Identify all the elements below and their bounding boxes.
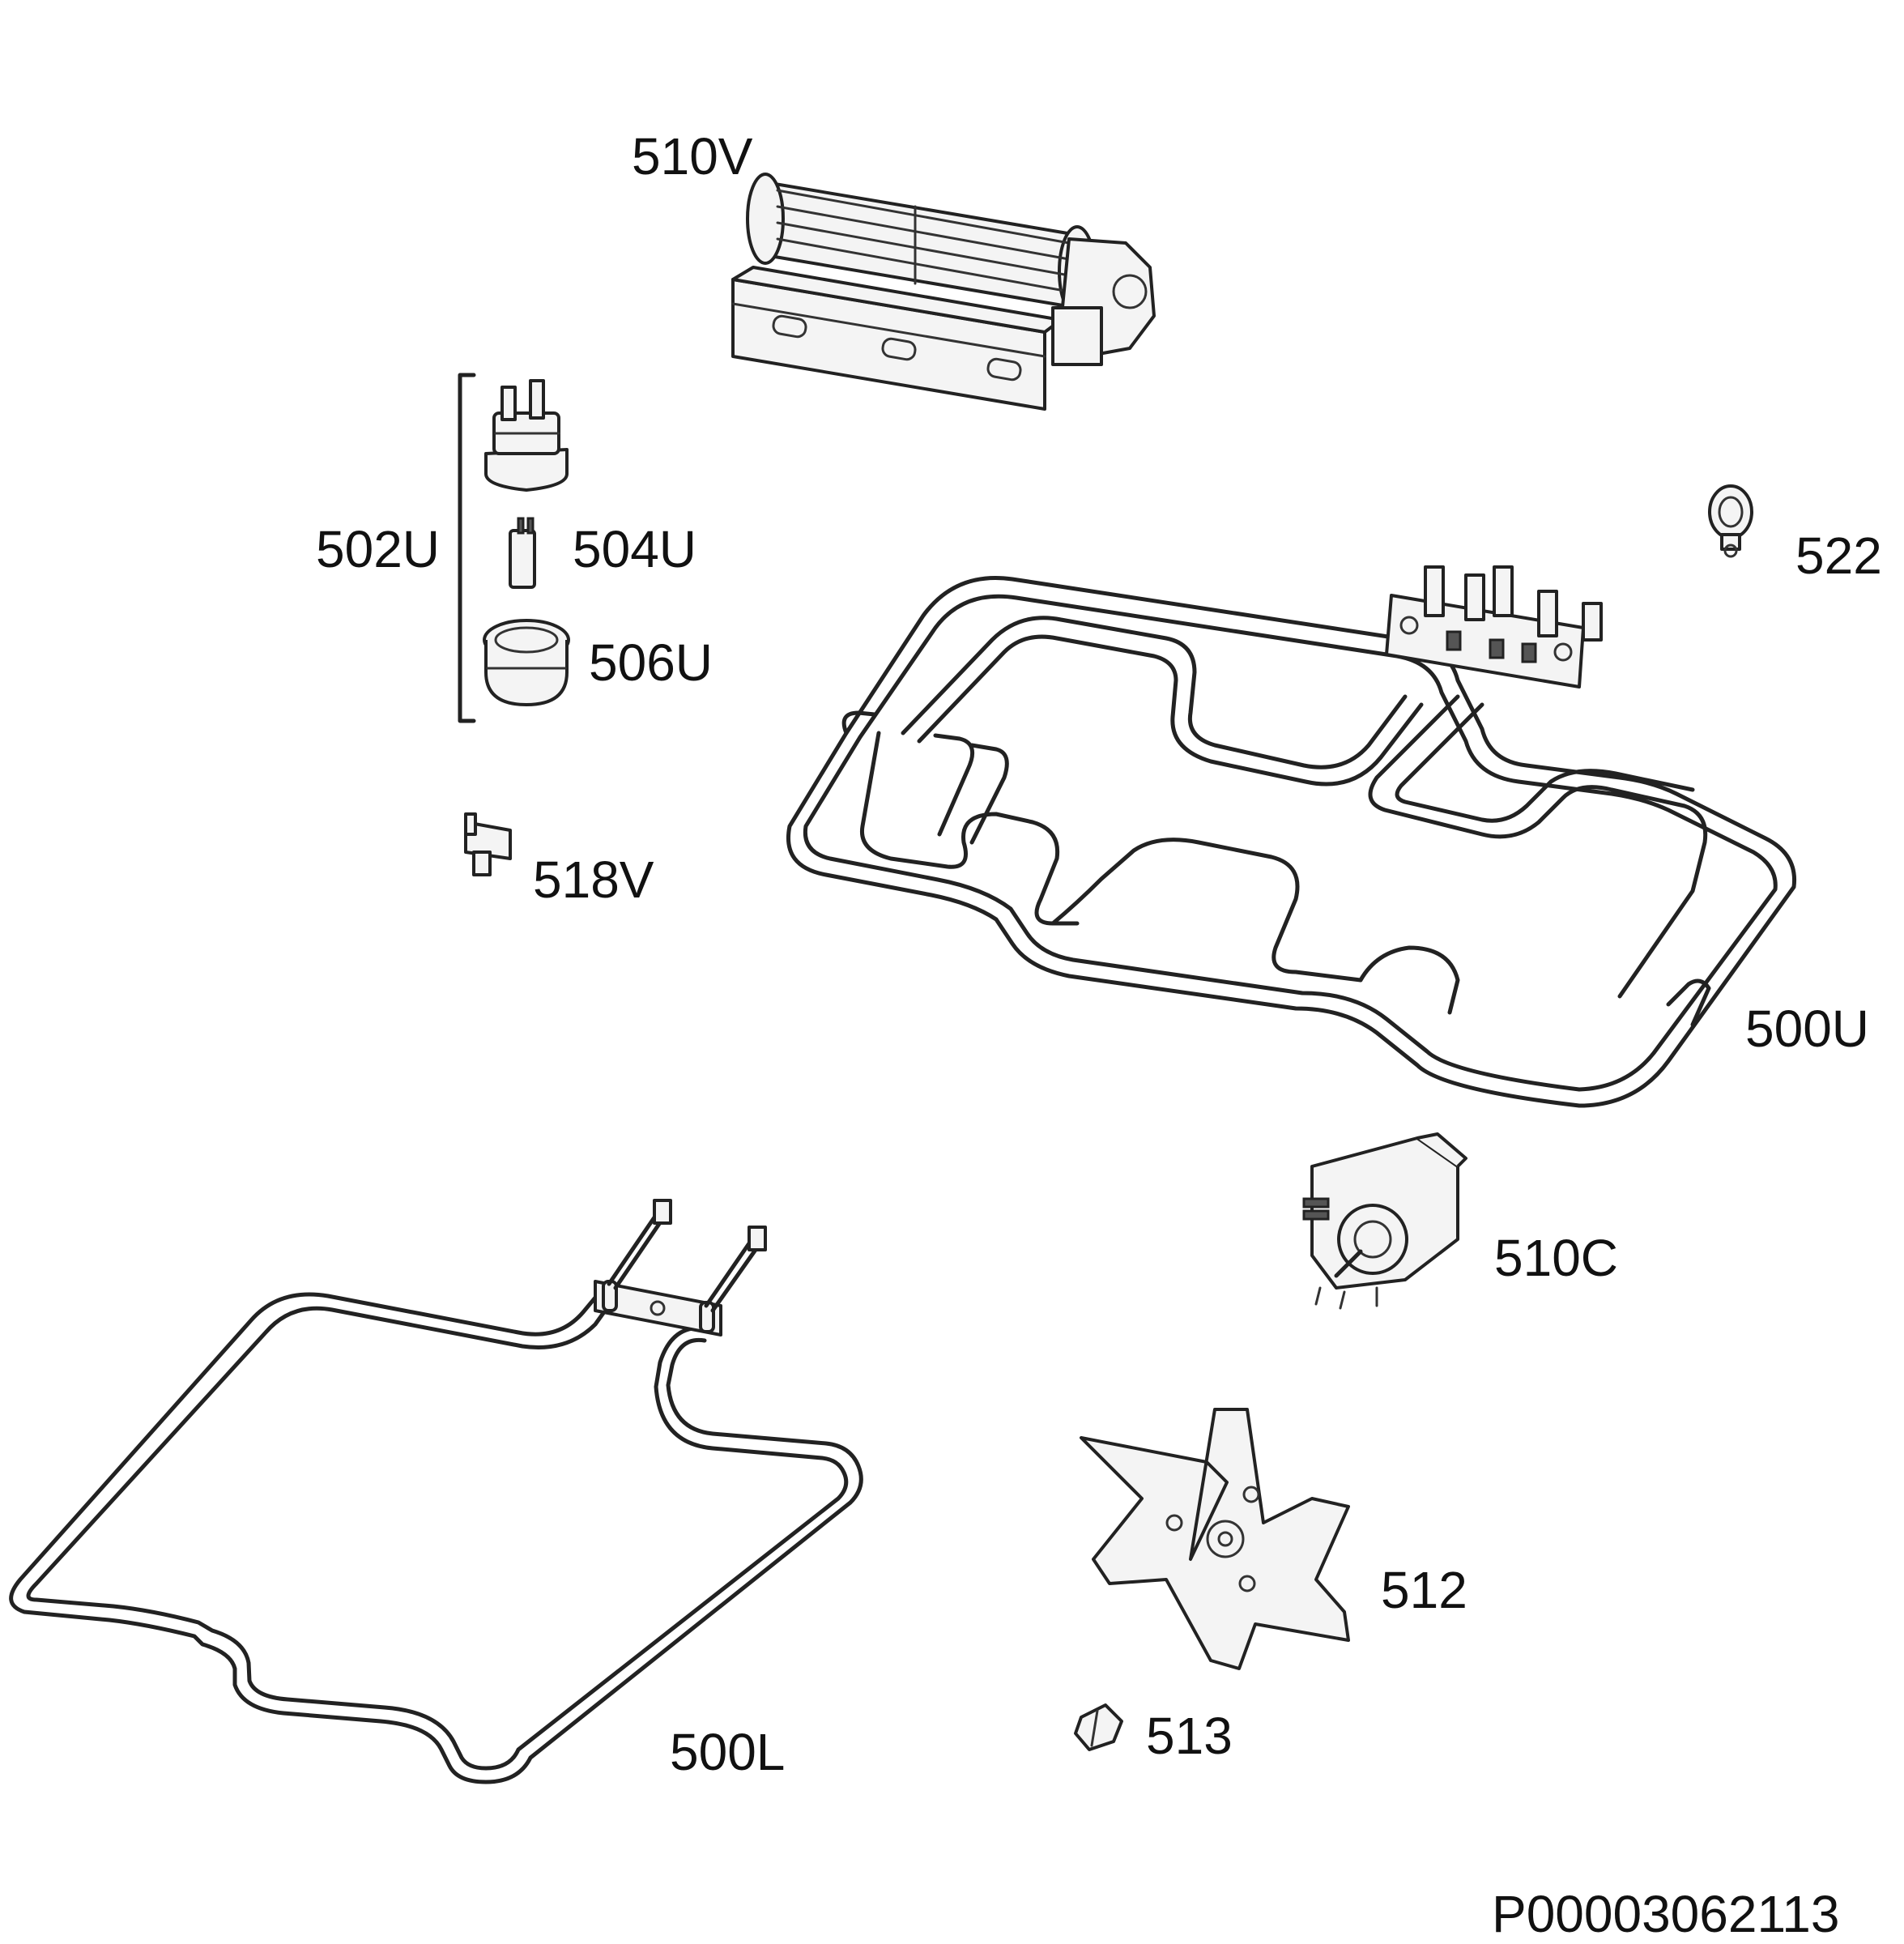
part-513-fan-nut[interactable] xyxy=(1074,1703,1123,1751)
part-500L-lower-heating-element[interactable] xyxy=(9,1199,863,1784)
part-510C-fan-motor[interactable] xyxy=(1302,1132,1467,1310)
part-518V-thermal-cutout[interactable] xyxy=(464,812,512,876)
label-510C: 510C xyxy=(1494,1229,1618,1287)
label-500U: 500U xyxy=(1745,1000,1869,1058)
part-522-fixing-clip[interactable] xyxy=(1708,484,1753,558)
part-512-fan-blade[interactable] xyxy=(1080,1408,1350,1670)
label-513: 513 xyxy=(1146,1707,1233,1765)
part-506U-lamp-cover[interactable] xyxy=(483,619,570,706)
label-504U: 504U xyxy=(573,520,696,578)
label-506U: 506U xyxy=(589,633,713,692)
part-504U-lamp-bulb[interactable] xyxy=(509,517,536,589)
label-512: 512 xyxy=(1381,1561,1467,1619)
label-500L: 500L xyxy=(670,1723,785,1781)
label-522: 522 xyxy=(1795,526,1882,585)
label-502U: 502U xyxy=(316,520,440,578)
part-500U-upper-heating-element[interactable] xyxy=(786,565,1797,1108)
bracket-502U-group xyxy=(458,373,476,723)
label-510V: 510V xyxy=(632,127,753,185)
label-518V: 518V xyxy=(533,850,654,909)
part-502U-lamp-holder[interactable] xyxy=(484,379,569,492)
part-510V-tangential-fan[interactable] xyxy=(731,173,1156,411)
drawing-code: P00003062113 xyxy=(1492,1885,1839,1943)
